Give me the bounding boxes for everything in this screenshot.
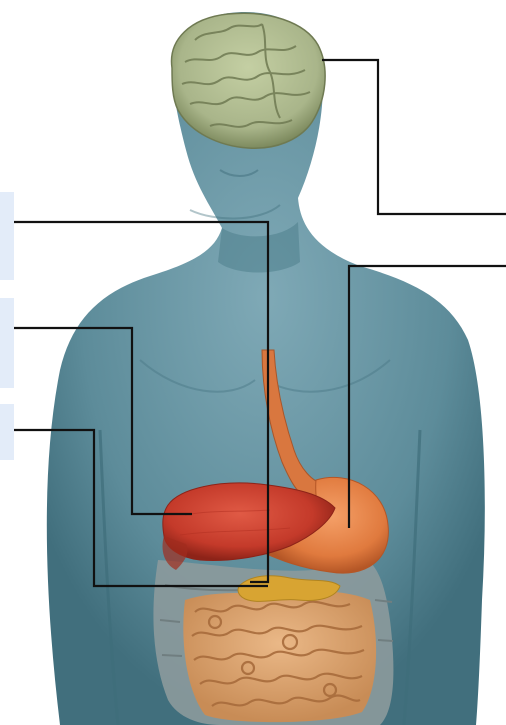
leader-brain: [322, 60, 506, 214]
label-box-1[interactable]: [0, 192, 14, 280]
label-box-2[interactable]: [0, 298, 14, 388]
small-intestine: [183, 591, 376, 722]
brain: [172, 13, 326, 148]
label-box-3[interactable]: [0, 404, 14, 460]
